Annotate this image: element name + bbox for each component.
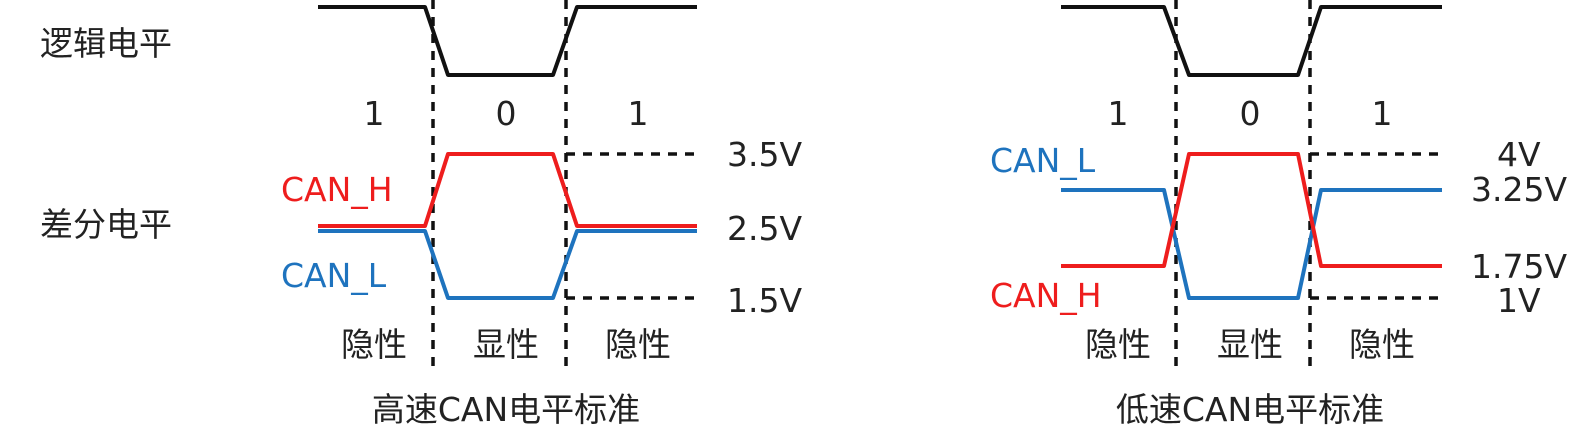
ls-can-h-label: CAN_H	[990, 276, 1102, 315]
ls-voltage-1v: 1V	[1497, 281, 1541, 320]
ls-voltage-1-75v: 1.75V	[1471, 247, 1567, 286]
ls-state-recessive-2: 隐性	[1349, 325, 1415, 364]
ls-bit-2: 0	[1240, 94, 1261, 133]
ls-bit-1: 1	[1108, 94, 1129, 133]
ls-logic-waveform	[1061, 5, 1442, 77]
ls-can-l-label: CAN_L	[990, 141, 1096, 180]
hs-voltage-2-5v: 2.5V	[727, 209, 802, 248]
hs-state-recessive-2: 隐性	[605, 325, 671, 364]
hs-can-h-waveform	[318, 152, 697, 228]
hs-bit-1: 1	[364, 94, 385, 133]
hs-state-dominant: 显性	[473, 325, 539, 364]
low-speed-can-panel: 1 0 1 CAN_L CAN_H 4V 3.25V 1.75V 1V 隐性 显…	[990, 0, 1567, 429]
hs-caption: 高速CAN电平标准	[372, 390, 640, 429]
hs-bit-3: 1	[628, 94, 649, 133]
high-speed-can-panel: 1 0 1 CAN_H CAN_L 3.5V 2.5V 1.5V 隐性 显性 隐…	[281, 0, 802, 429]
hs-can-h-label: CAN_H	[281, 170, 393, 209]
hs-bit-2: 0	[496, 94, 517, 133]
ls-state-dominant: 显性	[1217, 325, 1283, 364]
ls-can-h-waveform	[1061, 152, 1442, 268]
ls-state-recessive-1: 隐性	[1085, 325, 1151, 364]
hs-state-recessive-1: 隐性	[341, 325, 407, 364]
hs-voltage-1-5v: 1.5V	[727, 281, 802, 320]
differential-level-label: 差分电平	[40, 205, 172, 244]
hs-logic-waveform	[318, 5, 697, 77]
ls-can-l-waveform	[1061, 188, 1442, 300]
ls-voltage-4v: 4V	[1497, 135, 1541, 174]
hs-voltage-3-5v: 3.5V	[727, 135, 802, 174]
ls-bit-3: 1	[1372, 94, 1393, 133]
hs-can-l-waveform	[318, 229, 697, 300]
logic-level-label: 逻辑电平	[40, 24, 172, 63]
ls-voltage-3-25v: 3.25V	[1471, 170, 1567, 209]
ls-caption: 低速CAN电平标准	[1116, 390, 1384, 429]
hs-can-l-label: CAN_L	[281, 256, 387, 295]
